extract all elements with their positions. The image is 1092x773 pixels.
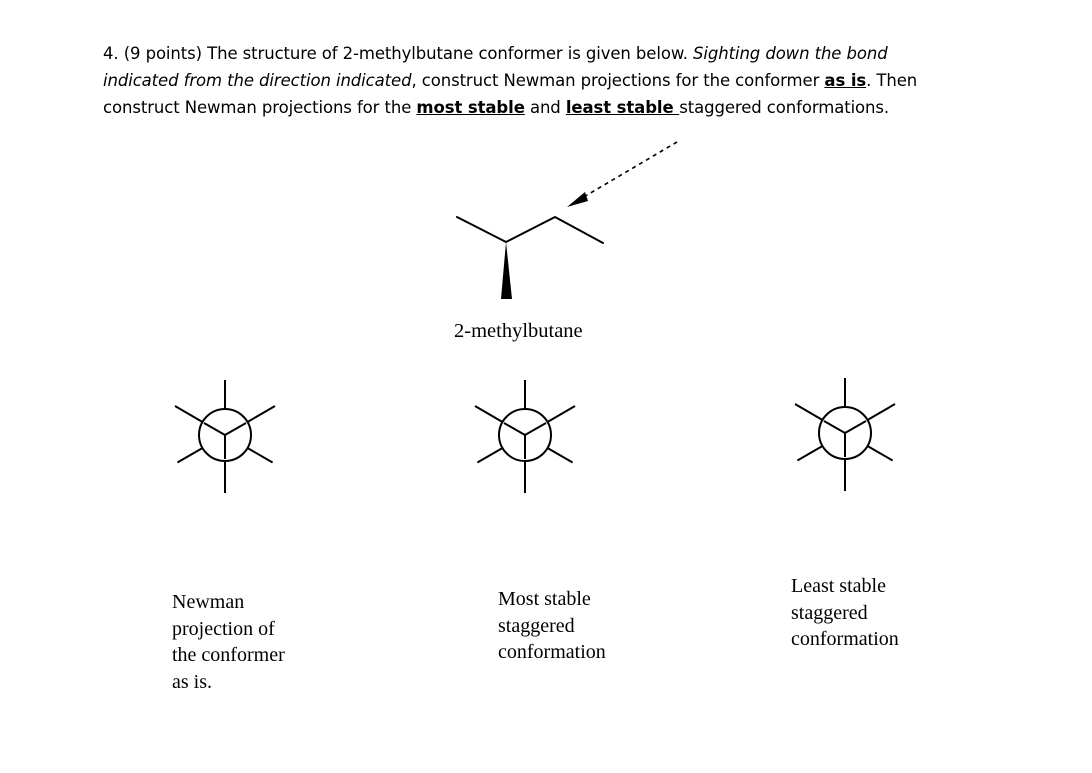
front-bond-ext xyxy=(794,403,824,421)
question-prefix: 4. (9 points) The structure of 2-methylb… xyxy=(103,44,693,63)
question-middle: , construct Newman projections for the c… xyxy=(411,71,825,90)
caption-line: conformation xyxy=(791,628,899,650)
front-bond-ext xyxy=(866,403,896,421)
caption-most-stable: Most stable staggered conformation xyxy=(498,586,606,666)
back-bond xyxy=(546,447,574,464)
sight-arrow xyxy=(567,141,678,207)
front-bond xyxy=(503,422,526,436)
back-bond xyxy=(176,447,204,464)
caption-line: Most stable xyxy=(498,588,591,610)
caption-as-is: Newman projection of the conformer as is… xyxy=(172,589,285,695)
question-and: and xyxy=(524,98,566,117)
front-bond-ext xyxy=(474,405,504,423)
caption-line: staggered xyxy=(498,614,575,637)
front-bond-ext xyxy=(174,405,204,423)
newman-least-stable xyxy=(794,378,896,491)
wedge-bond xyxy=(501,242,512,299)
caption-line: staggered xyxy=(791,601,868,624)
caption-line: conformation xyxy=(498,641,606,663)
front-bond xyxy=(524,422,547,436)
sight-arrow-dash xyxy=(581,141,678,199)
question-most-stable: most stable xyxy=(416,98,525,117)
front-bond xyxy=(203,422,226,436)
caption-line: the conformer xyxy=(172,644,285,666)
back-bond xyxy=(866,445,894,462)
skeletal-structure xyxy=(456,216,604,299)
front-bond xyxy=(844,420,867,434)
front-bond-ext xyxy=(246,405,276,423)
back-bond xyxy=(796,445,824,462)
caption-line: projection of xyxy=(172,617,275,640)
question-least-stable: least stable xyxy=(565,98,680,117)
newman-most-stable xyxy=(474,380,576,493)
front-bond xyxy=(823,420,846,434)
caption-line: Least stable xyxy=(791,575,886,597)
question-suffix: staggered conformations. xyxy=(679,98,890,117)
front-bond xyxy=(224,422,247,436)
caption-line: as is. xyxy=(172,670,212,693)
carbon-chain xyxy=(456,216,604,244)
newman-as-is xyxy=(174,380,276,493)
question-as-is: as is xyxy=(824,71,867,90)
molecule-name: 2-methylbutane xyxy=(454,320,583,342)
front-bond-ext xyxy=(546,405,576,423)
back-bond xyxy=(476,447,504,464)
question-mid2: . Then construct Newman projections for … xyxy=(103,71,918,117)
caption-least-stable: Least stable staggered conformation xyxy=(791,573,899,653)
back-bond xyxy=(246,447,274,464)
caption-line: Newman xyxy=(172,591,245,613)
question-italic: Sighting down the bond indicated from th… xyxy=(103,44,888,90)
sight-arrow-head xyxy=(567,192,588,207)
question-text: 4. (9 points) The structure of 2-methylb… xyxy=(103,40,963,121)
